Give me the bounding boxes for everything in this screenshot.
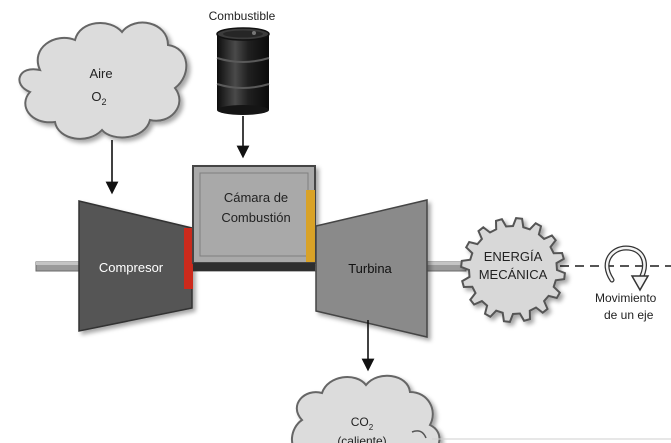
exhaust-cloud: [291, 374, 441, 443]
turbine: [315, 199, 428, 338]
chamber-label-line2: Combustión: [221, 210, 290, 225]
air-cloud: [18, 21, 188, 140]
exhaust-formula-subscript: 2: [369, 423, 374, 432]
compressor: [78, 200, 193, 332]
energy-label-line1: ENERGÍA: [484, 249, 543, 264]
exhaust-formula: CO2: [351, 415, 374, 432]
compressor-label: Compresor: [99, 260, 164, 275]
air-label: Aire: [89, 66, 112, 81]
combustion-chamber: [192, 165, 316, 264]
air-formula-main: O: [91, 89, 101, 104]
compressor-seal: [184, 228, 193, 289]
fuel-barrel-icon: [216, 27, 270, 115]
turbine-label: Turbina: [348, 261, 392, 276]
rotation-arrow-icon: [604, 245, 650, 292]
air-formula-subscript: 2: [102, 97, 107, 107]
air-formula: O2: [91, 89, 106, 107]
exhaust-formula-main: CO: [351, 415, 369, 429]
gear-icon: [460, 217, 566, 323]
exhaust-state-label: (caliente): [337, 434, 386, 443]
energy-label-line2: MECÁNICA: [479, 267, 548, 282]
chamber-label-line1: Cámara de: [224, 190, 288, 205]
fuel-label: Combustible: [209, 9, 276, 23]
exhaust-curl: [411, 430, 427, 439]
movement-label-line2: de un eje: [604, 308, 654, 322]
movement-label-line1: Movimiento: [595, 291, 657, 305]
chamber-seal: [306, 190, 315, 262]
